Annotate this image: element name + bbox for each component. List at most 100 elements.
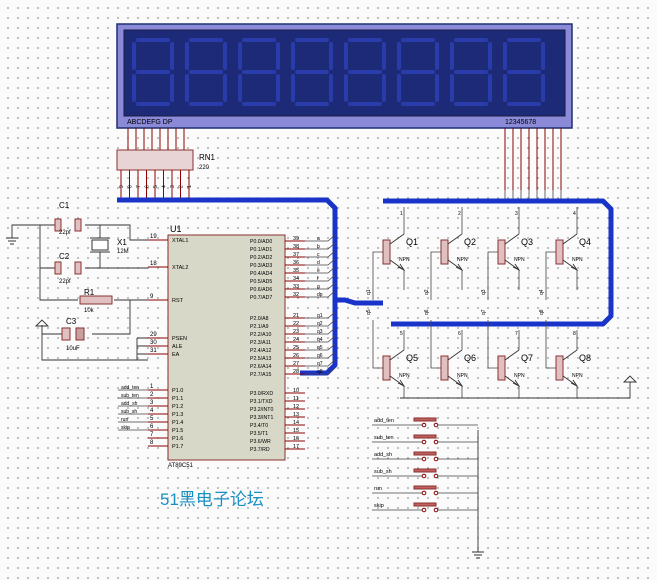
transistor-col-label: 6 [458,331,461,337]
button-label: add_sh [374,452,392,458]
mcu-net-label: q5 [317,345,323,351]
mcu-ref: U1 [170,224,182,234]
push-button[interactable]: run [372,485,478,496]
mcu-at89c51: U1 AT89C51 19XTAL118XTAL29RST29PSEN30ALE… [118,224,336,469]
rn1-pin-label: 4 [162,185,168,188]
bus-lines [117,197,614,376]
transistor-type: NPN [457,257,468,263]
mcu-left-pin-name: P1.0 [172,388,183,394]
mcu-right-pin-num: 33 [293,284,299,290]
mcu-left-pin-name: XTAL1 [172,238,188,244]
lcd-digit-labels: 12345678 [505,119,536,126]
lcd-digit [238,38,280,106]
mcu-right-pin-num: 36 [293,260,299,266]
mcu-left-pin-name: PSEN [172,336,187,342]
mcu-left-pin-name: P1.4 [172,420,183,426]
lcd-digit [397,38,439,106]
mcu-right-pin-num: 14 [293,420,299,426]
mcu-right-pin-name: P2.0/A8 [250,316,269,322]
transistor-ref: Q8 [579,353,591,363]
mcu-left-pin-num: 5 [150,416,154,422]
mcu-right-pin-num: 16 [293,436,299,442]
bus-entry-wire [305,319,336,327]
mcu-net-label: q6 [317,353,323,359]
transistor-base-label: q3 [481,289,487,295]
bus-entry-wire [305,242,336,250]
rn1-pin-label: 8 [128,185,134,188]
mcu-left-pins: 19XTAL118XTAL29RST29PSEN30ALE31EA1P1.02P… [118,234,188,450]
mcu-right-pin-num: 32 [293,292,299,298]
mcu-right-pin-num: 27 [293,361,299,367]
bus-entry-wire [305,282,336,290]
push-button[interactable]: add_ten [372,417,478,428]
transistor-ref: Q1 [406,237,418,247]
mcu-left-pin-num: 3 [150,400,154,406]
mcu-left-pin-name: P1.5 [172,428,183,434]
mcu-right-pin-num: 34 [293,276,299,282]
transistor-type: NPN [572,257,583,263]
r1-ref: R1 [84,288,95,297]
transistor-type: NPN [399,373,410,379]
mcu-left-pin-num: 18 [150,261,157,267]
mcu-right-pin-name: P3.3/INT1 [250,415,273,421]
transistor-ref: Q4 [579,237,591,247]
bus-entry-wire [305,250,336,258]
p1-net-label: sub_sh [121,409,137,415]
mcu-right-pin-num: 21 [293,313,299,319]
transistor-base-label: q2 [424,289,430,295]
mcu-net-label: e [317,268,320,274]
mcu-right-pin-num: 28 [293,369,299,375]
mcu-right-pin-num: 37 [293,252,299,258]
push-button[interactable]: add_sh [372,451,478,462]
mcu-right-pin-num: 12 [293,404,299,410]
push-button[interactable]: sub_ten [372,434,478,445]
bus-entry-wire [305,335,336,343]
rn1-pin-label: 7 [136,185,142,188]
mcu-left-pin-name: P1.1 [172,396,183,402]
p1-net-label: add_sh [121,401,138,407]
mcu-right-pin-name: P3.2/INT0 [250,407,273,413]
transistor-type: NPN [514,373,525,379]
transistor-ref: Q3 [521,237,533,247]
watermark: 51黑电子论坛 [160,490,264,509]
rn1-value: 220 [199,165,210,171]
mcu-right-pin-num: 17 [293,444,299,450]
mcu-left-pin-num: 4 [150,408,154,414]
mcu-left-pin-num: 1 [150,384,154,390]
mcu-left-pin-name: P1.2 [172,404,183,410]
transistor-base-label: q1 [366,289,372,295]
mcu-left-pin-num: 19 [150,234,157,240]
mcu-left-pin-num: 31 [150,348,157,354]
transistor-ref: Q6 [464,353,476,363]
transistor-ref: Q5 [406,353,418,363]
mcu-right-pin-num: 35 [293,268,299,274]
x1-ref: X1 [117,238,127,247]
push-button[interactable]: skip [372,502,478,513]
mcu-right-pin-num: 25 [293,345,299,351]
bus-entry-wire [305,234,336,242]
mcu-left-pin-name: P1.3 [172,412,183,418]
lcd-digit [450,38,492,106]
transistor-col-label: 2 [458,211,461,217]
bus-entry-wire [305,266,336,274]
mcu-right-pin-name: P3.1/TXD [250,399,273,405]
rn1-pin-label: 3 [170,185,176,188]
mcu-net-label: q4 [317,337,323,343]
mcu-right-pin-name: P0.7/AD7 [250,295,272,301]
push-button[interactable]: sub_sh [372,468,478,479]
mcu-right-pin-name: P3.0/RXD [250,391,273,397]
bus-entry-wire [305,311,336,319]
lcd-digit [344,38,386,106]
rn1-pin-label: 6 [145,185,151,188]
lcd-digits [132,38,545,106]
transistor-base-label: q7 [481,309,487,315]
mcu-right-pin-name: P0.0/AD0 [250,239,272,245]
mcu-right-pin-name: P3.4/T0 [250,423,268,429]
button-label: sub_ten [374,435,394,441]
